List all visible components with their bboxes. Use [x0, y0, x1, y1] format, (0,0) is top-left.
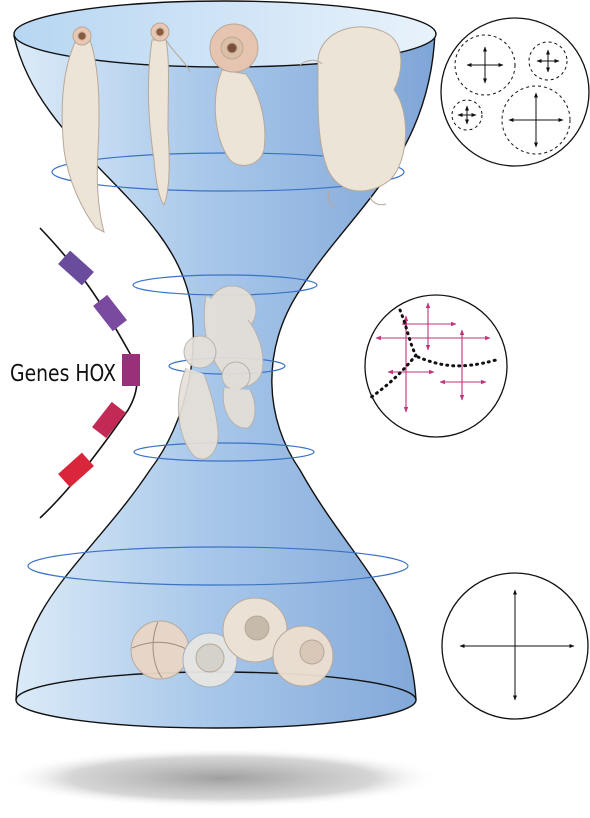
circle-diagram-top [441, 18, 589, 166]
hox-gene-block [122, 354, 140, 386]
circle-diagram-middle [365, 295, 507, 437]
early-embryo-cleavage [131, 621, 189, 679]
genes-hox-label: Genes HOX [10, 361, 116, 387]
hox-gene-block [58, 251, 94, 286]
hox-gene-block [58, 453, 94, 488]
circle-diagram-bottom [442, 573, 588, 719]
floor-shadow [4, 748, 440, 808]
